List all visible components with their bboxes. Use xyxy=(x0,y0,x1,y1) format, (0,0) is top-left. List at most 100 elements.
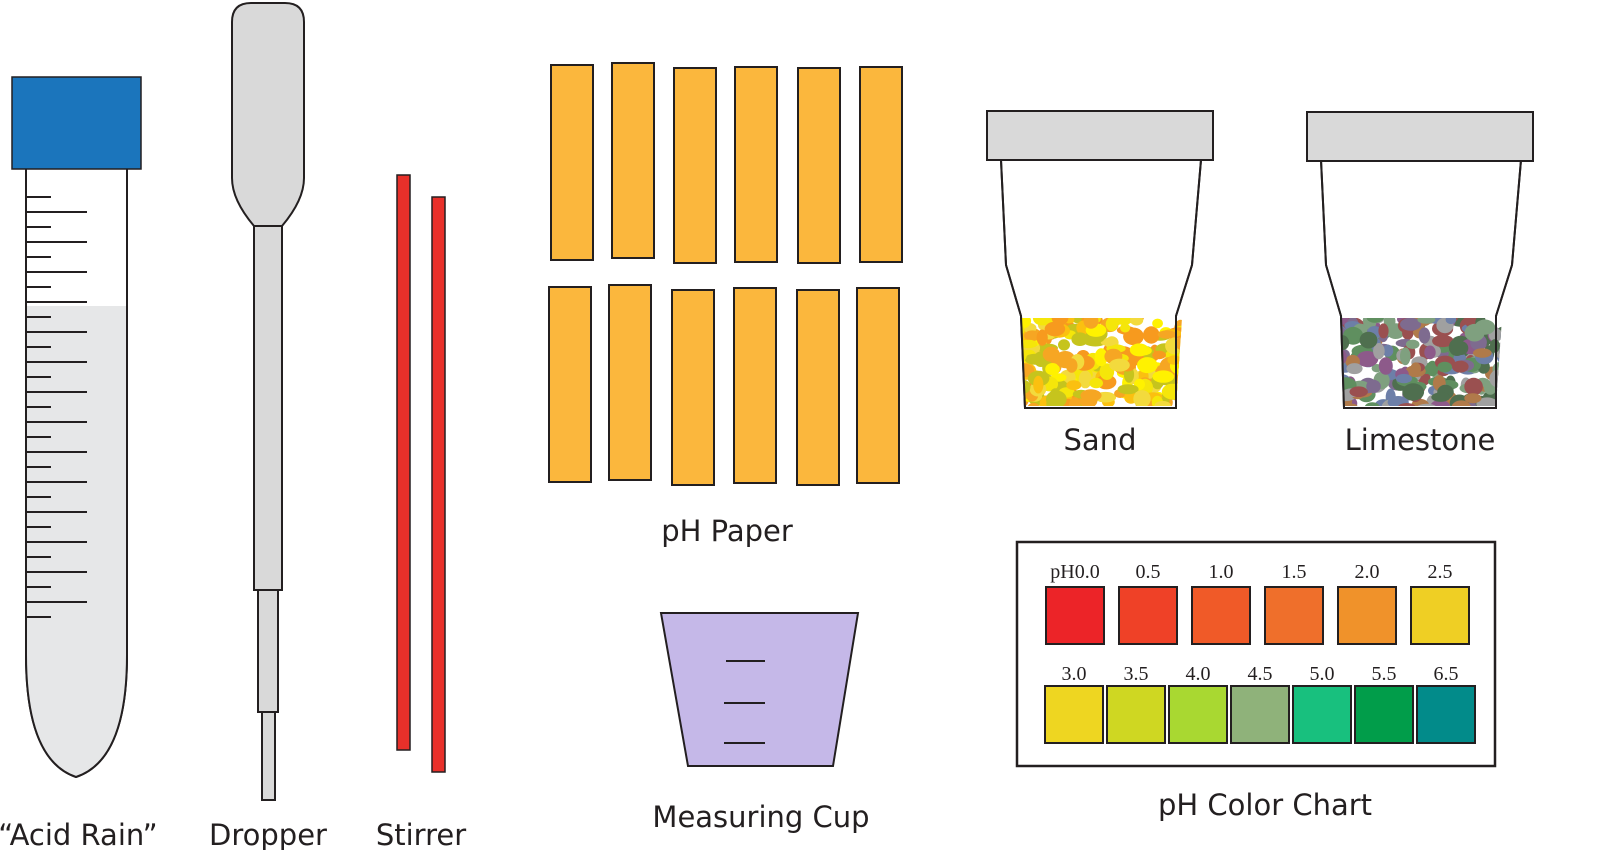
ph-paper-strip xyxy=(611,62,655,259)
ph-swatch-label: 5.0 xyxy=(1310,663,1335,685)
ph-paper-strip xyxy=(797,67,841,264)
ph-paper-strip xyxy=(673,67,717,264)
ph-swatch-label: 1.0 xyxy=(1209,561,1234,583)
granule xyxy=(1400,347,1411,366)
granule xyxy=(1094,348,1108,367)
measuring-cup xyxy=(659,612,860,767)
granule xyxy=(1452,360,1469,373)
granule xyxy=(1366,379,1381,394)
ph-swatch xyxy=(1044,685,1104,744)
granule xyxy=(1496,386,1502,396)
label-ph-color-chart: pH Color Chart xyxy=(1158,788,1372,822)
label-stirrer: Stirrer xyxy=(376,818,466,850)
granule xyxy=(1356,351,1379,367)
ph-swatch xyxy=(1230,685,1290,744)
granule xyxy=(1143,326,1160,344)
granule xyxy=(1473,348,1492,358)
granule xyxy=(1397,403,1416,406)
granule xyxy=(1152,350,1166,360)
ph-swatch xyxy=(1106,685,1166,744)
ph-swatch-label: 2.5 xyxy=(1428,561,1453,583)
label-ph-paper: pH Paper xyxy=(661,514,793,548)
granule xyxy=(1383,318,1396,329)
granule xyxy=(1424,345,1436,360)
ph-paper-strip xyxy=(550,64,594,261)
ph-swatch-label: 4.0 xyxy=(1186,663,1211,685)
granule xyxy=(1042,346,1060,362)
ph-swatch xyxy=(1292,685,1352,744)
granule xyxy=(1432,334,1454,348)
granule xyxy=(1083,318,1099,329)
granule xyxy=(1445,318,1457,325)
dropper-bulb xyxy=(231,2,305,227)
granule xyxy=(1065,358,1078,373)
ph-swatch xyxy=(1337,586,1397,645)
granule xyxy=(1045,363,1060,376)
stirrer xyxy=(396,174,446,773)
ph-swatch-label: pH0.0 xyxy=(1050,561,1099,583)
granule xyxy=(1068,397,1081,406)
granule xyxy=(1345,403,1360,406)
ph-paper-strip xyxy=(608,284,652,481)
granule xyxy=(1120,323,1131,333)
granule xyxy=(1178,366,1182,377)
granule xyxy=(1130,318,1144,326)
granule xyxy=(1044,321,1066,337)
dropper xyxy=(231,2,305,801)
ph-paper-strip xyxy=(733,287,777,484)
ph-swatch xyxy=(1410,586,1470,645)
granule xyxy=(1152,370,1175,383)
granule xyxy=(1078,370,1092,389)
granule xyxy=(1431,392,1451,402)
granule xyxy=(1418,327,1431,344)
granule xyxy=(1154,400,1171,406)
label-measuring-cup: Measuring Cup xyxy=(652,800,869,834)
granule xyxy=(1027,402,1040,406)
ph-swatch-label: 0.5 xyxy=(1136,561,1161,583)
ph-swatch xyxy=(1416,685,1476,744)
ph-swatch-label: 2.0 xyxy=(1355,561,1380,583)
granule xyxy=(1080,389,1102,402)
granule xyxy=(1400,318,1422,331)
granule xyxy=(1417,318,1436,324)
dropper-neck xyxy=(257,589,279,713)
granule xyxy=(1033,375,1044,394)
granule xyxy=(1341,349,1347,366)
granule xyxy=(1489,369,1502,388)
granule xyxy=(1364,402,1380,406)
measuring-cup-body xyxy=(659,612,860,767)
granule xyxy=(1161,383,1182,400)
ph-swatch-label: 1.5 xyxy=(1282,561,1307,583)
granule xyxy=(1167,355,1182,365)
granule xyxy=(1066,380,1082,391)
ph-swatch xyxy=(1168,685,1228,744)
granule xyxy=(1378,357,1393,375)
test-tube xyxy=(11,76,142,779)
granule xyxy=(1021,325,1025,335)
label-sand: Sand xyxy=(1064,423,1137,457)
granule xyxy=(1051,318,1069,326)
granule xyxy=(1359,331,1378,349)
granule xyxy=(1346,363,1363,375)
tube-cap xyxy=(11,76,142,170)
dropper-tip xyxy=(261,711,276,801)
granule xyxy=(1024,330,1041,342)
granule xyxy=(1133,390,1151,406)
granule xyxy=(1137,357,1158,374)
granule xyxy=(1152,318,1163,329)
ph-paper-strip xyxy=(671,289,715,486)
stirrer-rod xyxy=(396,174,411,751)
ph-paper-strip xyxy=(859,66,903,263)
limestone-cup-lid xyxy=(1306,111,1534,162)
granule xyxy=(1464,323,1485,342)
granule xyxy=(1089,377,1103,389)
ph-swatch-label: 4.5 xyxy=(1248,663,1273,685)
ph-swatch xyxy=(1354,685,1414,744)
granule xyxy=(1157,330,1177,339)
granule xyxy=(1498,358,1502,372)
granule xyxy=(1058,339,1070,351)
granule xyxy=(1021,363,1035,378)
